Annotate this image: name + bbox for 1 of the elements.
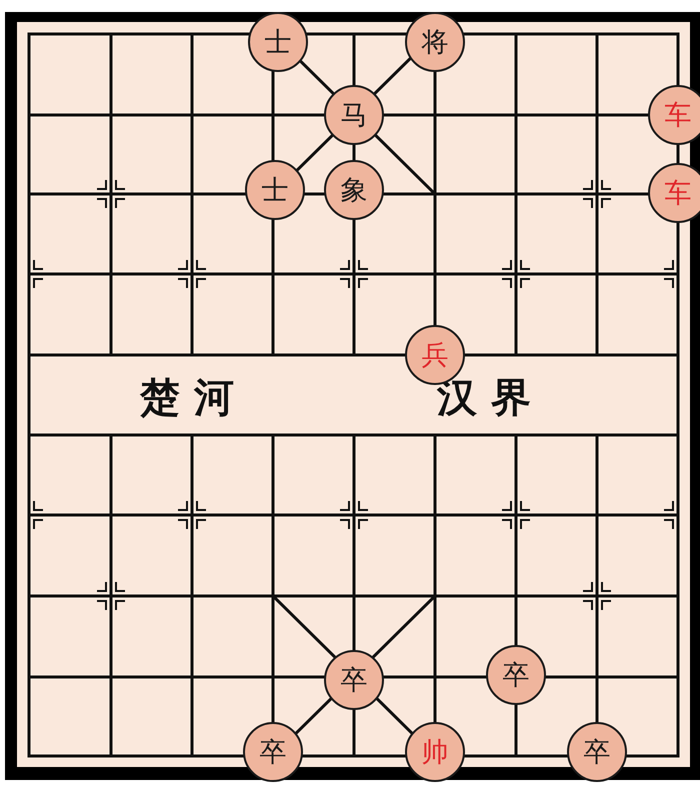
- river-text: 楚河: [140, 378, 248, 418]
